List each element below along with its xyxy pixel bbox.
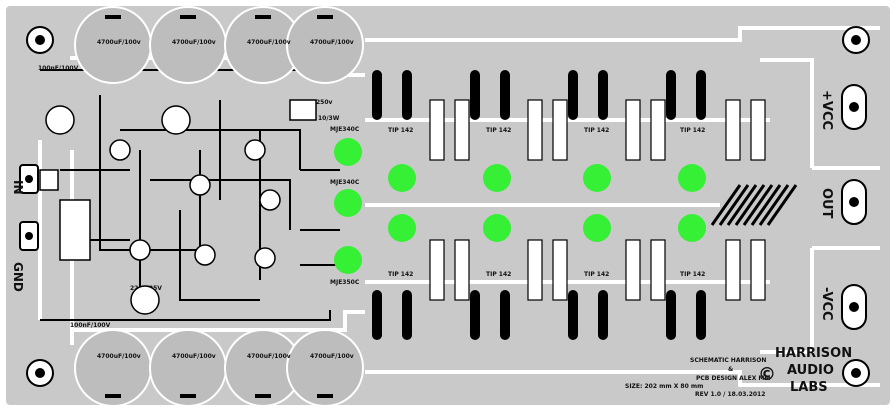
tip-label-bottom-4: TIP 142 — [680, 271, 705, 278]
brand-line3: LABS — [790, 380, 828, 395]
cap-label-small-1: 100nF/100V — [38, 65, 79, 72]
cap-label-bottom-4: 4700uF/100v — [310, 353, 354, 360]
driver-label-2: MJE340C — [330, 179, 360, 186]
caps-bottom — [74, 329, 364, 407]
driver-pad-3 — [334, 246, 362, 274]
label-vcc-pos: +VCC — [819, 90, 834, 130]
driver-label-1: MJE340C — [330, 126, 360, 133]
tip-label-top-2: TIP 142 — [486, 127, 511, 134]
emitter-resistors-top — [429, 99, 766, 161]
cap-label-bottom-3: 4700uF/100v — [247, 353, 291, 360]
tip-label-top-3: TIP 142 — [584, 127, 609, 134]
cap-label-top-2: 4700uF/100v — [172, 39, 216, 46]
mounting-hole-tr — [842, 26, 870, 54]
cap-label-top-4: 4700uF/100v — [310, 39, 354, 46]
tip-label-bottom-2: TIP 142 — [486, 271, 511, 278]
cap-label-bottom-1: 4700uF/100v — [97, 353, 141, 360]
driver-pads — [334, 138, 362, 274]
label-gnd: GND — [11, 262, 25, 292]
caps-top — [74, 6, 364, 84]
tip-label-top-4: TIP 142 — [680, 127, 705, 134]
power-strips — [372, 70, 706, 340]
small-components — [39, 99, 317, 315]
board-size: SIZE: 202 mm X 80 mm — [625, 383, 703, 390]
credit-amp: & — [728, 366, 733, 373]
emitter-resistors-bottom — [429, 239, 766, 301]
cap-label-top-1: 4700uF/100v — [97, 39, 141, 46]
cap-label-top-3: 4700uF/100v — [247, 39, 291, 46]
resistor-label-small: 10/3W — [318, 115, 340, 122]
mounting-holes — [26, 26, 870, 387]
mounting-hole-tl — [26, 26, 54, 54]
credit-line2: PCB DESIGN ALEX MM — [696, 375, 770, 382]
mounting-hole-br — [842, 359, 870, 387]
cap-label-small-2: 100nF/100V — [70, 322, 111, 329]
credit-line3: REV 1.0 / 18.03.2012 — [695, 391, 765, 398]
label-vcc-neg: -VCC — [819, 287, 834, 321]
output-transistors-bottom — [388, 214, 706, 242]
cap-label-bottom-2: 4700uF/100v — [172, 353, 216, 360]
tip-label-bottom-3: TIP 142 — [584, 271, 609, 278]
credit-line1: SCHEMATIC HARRISON — [690, 357, 766, 364]
brand-copyright: © — [758, 364, 776, 385]
label-in: IN — [11, 180, 25, 195]
driver-pad-1 — [334, 138, 362, 166]
mounting-hole-bl — [26, 359, 54, 387]
output-transistors-top — [388, 164, 706, 192]
brand-line1: HARRISON — [775, 346, 852, 361]
power-connectors — [841, 84, 867, 330]
driver-pad-2 — [334, 189, 362, 217]
driver-label-3: MJE350C — [330, 279, 360, 286]
label-out: OUT — [819, 188, 834, 219]
input-connector — [19, 164, 39, 251]
tip-label-bottom-1: TIP 142 — [388, 271, 413, 278]
output-hatch — [710, 184, 798, 226]
tip-label-top-1: TIP 142 — [388, 127, 413, 134]
brand-line2: AUDIO — [787, 363, 834, 378]
